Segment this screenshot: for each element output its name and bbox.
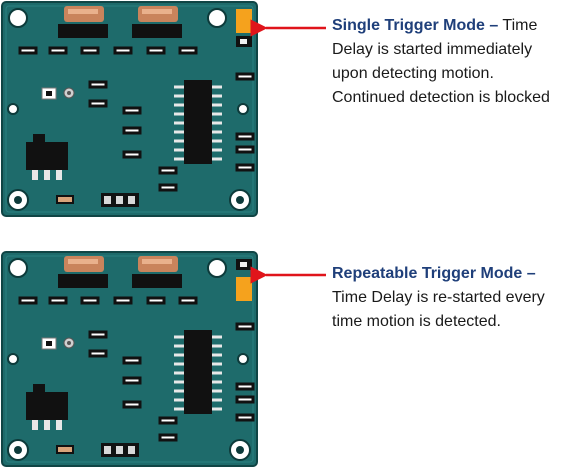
caption-line: Delay is started immediately <box>332 41 533 58</box>
repeatable-trigger-panel: Repeatable Trigger Mode – Time Delay is … <box>0 250 577 472</box>
pir-sensor-board-illustration <box>1 251 326 467</box>
voltage-regulator <box>26 384 68 430</box>
repeatable-trigger-caption: Repeatable Trigger Mode – Time Delay is … <box>332 262 577 334</box>
pin-header <box>101 193 139 207</box>
smd-components <box>18 46 255 192</box>
mode-title: Single Trigger Mode – <box>332 17 499 34</box>
caption-line: Continued detection is blocked <box>332 89 550 106</box>
test-pads <box>41 337 75 350</box>
pin-header <box>101 443 139 457</box>
caption-line: upon detecting motion. <box>332 65 494 82</box>
resistor <box>56 445 74 454</box>
resistor <box>56 195 74 204</box>
ic-chip <box>174 80 222 164</box>
ic-chip <box>174 330 222 414</box>
caption-line: Time Delay is re-started every <box>332 289 545 306</box>
single-trigger-caption: Single Trigger Mode – Time Delay is star… <box>332 14 577 110</box>
pir-sensor-board-illustration <box>1 1 326 217</box>
jumper-header <box>236 259 252 301</box>
mounting-holes <box>7 258 251 461</box>
jumper-header <box>236 9 252 47</box>
potentiometers <box>58 6 182 38</box>
voltage-regulator <box>26 134 68 180</box>
potentiometers <box>58 256 182 288</box>
mode-title: Repeatable Trigger Mode – <box>332 265 536 282</box>
test-pads <box>41 87 75 100</box>
smd-components <box>18 296 255 442</box>
caption-line: time motion is detected. <box>332 313 501 330</box>
caption-line: Time <box>502 17 538 34</box>
single-trigger-panel: Single Trigger Mode – Time Delay is star… <box>0 0 577 222</box>
